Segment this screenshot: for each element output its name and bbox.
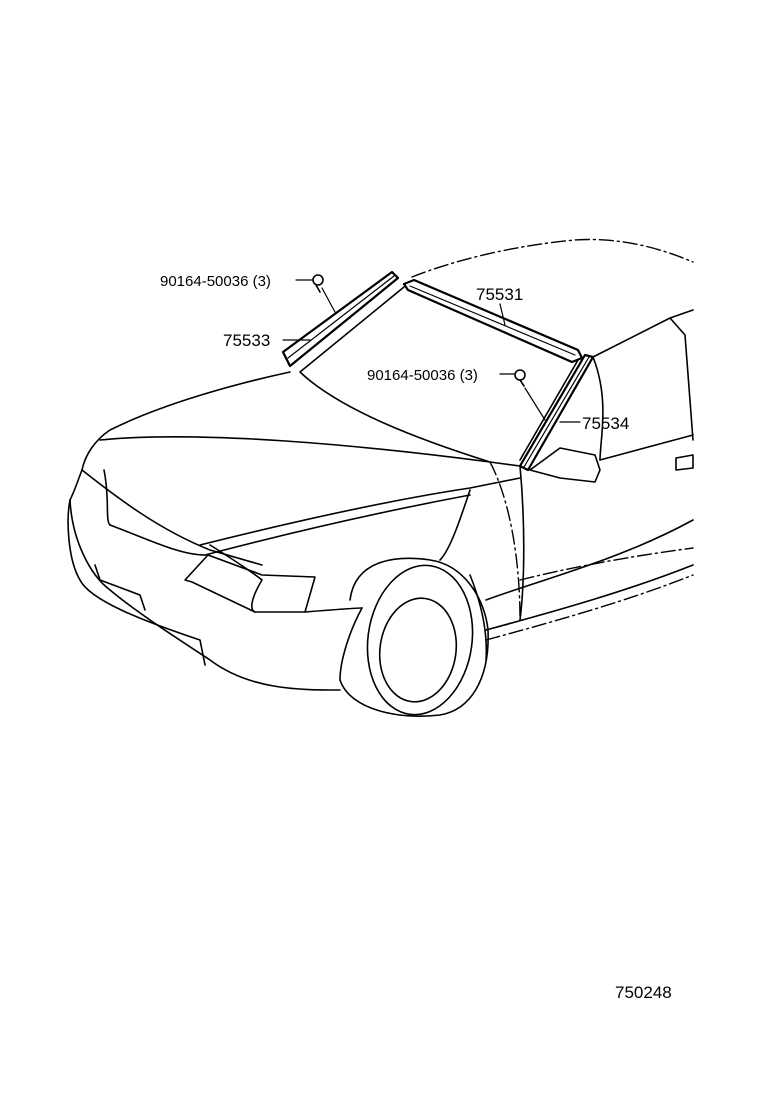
label-75531: 75531 [476, 285, 523, 304]
side-mirror [529, 447, 601, 483]
leader-75531 [499, 303, 506, 326]
windshield-glass [299, 286, 579, 463]
car-body [67, 371, 694, 691]
label-clip-left: 90164-50036 (3) [160, 273, 271, 290]
label-75534: 75534 [582, 414, 629, 433]
label-clip-right: 90164-50036 (3) [367, 367, 478, 384]
front-wheel [339, 557, 489, 718]
side-window [592, 309, 694, 471]
figure-number: 750248 [615, 983, 672, 1002]
leader-clip-right [499, 373, 546, 421]
pillar-molding-left [281, 270, 400, 368]
label-75533: 75533 [223, 331, 270, 350]
roof-outline [411, 238, 694, 278]
clip-right-icon [514, 369, 526, 387]
leader-clip-left [295, 279, 336, 313]
clip-left-icon [312, 274, 324, 293]
